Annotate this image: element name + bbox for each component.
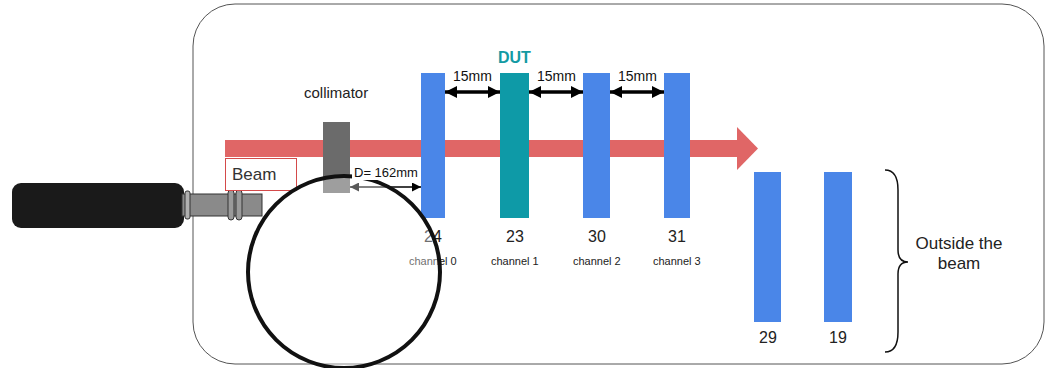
channel-label: channel 0: [409, 255, 457, 267]
setup-frame: [193, 4, 1044, 364]
part-label: 24: [422, 228, 444, 246]
dimension-arrow: [445, 90, 500, 94]
part-label: 30: [588, 228, 606, 246]
detector-plate: 31channel 3: [664, 73, 690, 218]
part-label: collimator: [304, 84, 368, 101]
channel-label: channel 2: [573, 255, 621, 267]
detector-plate: 29: [754, 172, 781, 322]
channel-label: 23: [506, 228, 524, 246]
dimension-label: 15mm: [616, 68, 659, 84]
collimator-block: collimator: [323, 122, 350, 193]
beam-box: Beam: [225, 158, 297, 191]
detector-plate: 30channel 2: [583, 73, 610, 218]
part-label: DUT: [498, 49, 531, 67]
dimension-arrow: [529, 90, 583, 94]
region-label: Outside the beam: [900, 234, 1018, 274]
detector-plate: 19: [824, 172, 852, 322]
brace: [885, 170, 908, 352]
part-label: 19: [829, 329, 847, 347]
dimension-arrow: [610, 90, 664, 94]
dimension-label: 15mm: [451, 68, 494, 84]
part-label: 31: [668, 228, 686, 246]
dut-plate: DUT23channel 1: [500, 73, 529, 218]
part-label: 29: [759, 329, 777, 347]
part-label: Beam: [232, 165, 302, 185]
dimension-arrow: [350, 186, 421, 188]
dimension-label: 15mm: [535, 68, 578, 84]
channel-label: channel 1: [491, 255, 539, 267]
detector-plate: 24channel 0: [421, 73, 445, 218]
channel-label: channel 3: [653, 255, 701, 267]
dimension-label: D= 162mm: [352, 165, 420, 180]
